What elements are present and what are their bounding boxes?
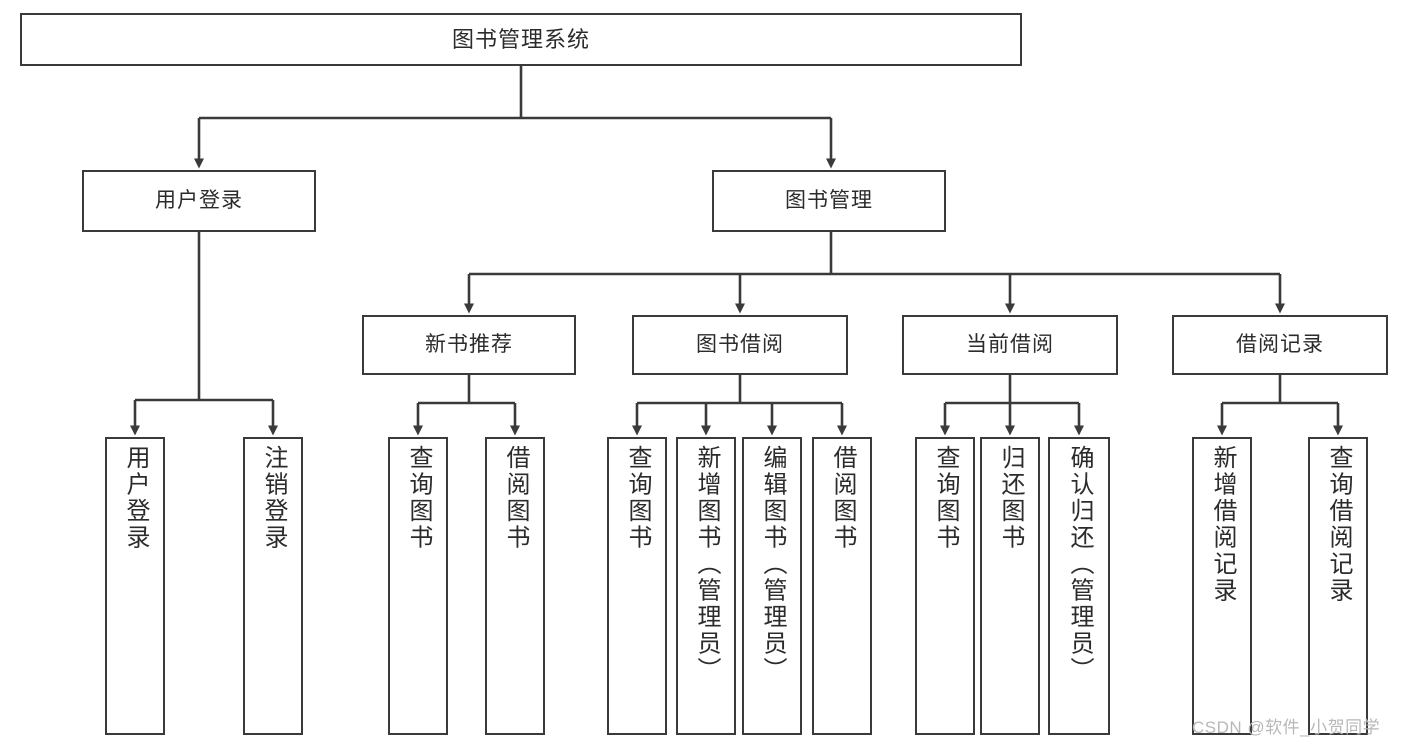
leaf-current-return-book[interactable]: 归还图书	[980, 437, 1040, 735]
node-label: 查询图书	[405, 445, 432, 551]
leaf-recommend-borrow-book[interactable]: 借阅图书	[485, 437, 545, 735]
node-label: 借阅记录	[1236, 332, 1324, 356]
node-label: 用户登录	[155, 188, 243, 212]
node-label: 借阅图书	[829, 445, 856, 551]
node-label: 查询图书	[624, 445, 651, 551]
node-label: 图书管理系统	[451, 26, 590, 52]
csdn-watermark: CSDN @软件_小贺同学	[1192, 718, 1381, 737]
node-label: 图书借阅	[696, 332, 784, 356]
leaf-borrow-edit-book-admin[interactable]: 编辑图书（管理员）	[742, 437, 802, 735]
node-label: 编辑图书（管理员）	[759, 445, 786, 684]
node-label: 用户登录	[122, 445, 149, 551]
leaf-user-login-signout[interactable]: 注销登录	[243, 437, 303, 735]
node-book-borrow[interactable]: 图书借阅	[632, 315, 848, 375]
node-label: 图书管理	[785, 188, 873, 212]
leaf-borrow-borrow-book[interactable]: 借阅图书	[812, 437, 872, 735]
node-label: 查询借阅记录	[1325, 445, 1352, 604]
node-borrow-record[interactable]: 借阅记录	[1172, 315, 1388, 375]
node-label: 新增借阅记录	[1209, 445, 1236, 604]
node-label: 查询图书	[932, 445, 959, 551]
node-label: 新书推荐	[425, 332, 513, 356]
node-label: 注销登录	[260, 445, 287, 551]
leaf-recommend-query-book[interactable]: 查询图书	[388, 437, 448, 735]
node-label: 新增图书（管理员）	[693, 445, 720, 684]
node-label: 当前借阅	[966, 332, 1054, 356]
leaf-record-query-record[interactable]: 查询借阅记录	[1308, 437, 1368, 735]
node-new-book-recommend[interactable]: 新书推荐	[362, 315, 576, 375]
node-book-management[interactable]: 图书管理	[712, 170, 946, 232]
leaf-borrow-add-book-admin[interactable]: 新增图书（管理员）	[676, 437, 736, 735]
leaf-current-query-book[interactable]: 查询图书	[915, 437, 975, 735]
node-label: 归还图书	[997, 445, 1024, 551]
leaf-user-login-signin[interactable]: 用户登录	[105, 437, 165, 735]
node-current-borrow[interactable]: 当前借阅	[902, 315, 1118, 375]
node-user-login[interactable]: 用户登录	[82, 170, 316, 232]
leaf-current-confirm-return-admin[interactable]: 确认归还（管理员）	[1048, 437, 1110, 735]
node-label: 借阅图书	[502, 445, 529, 551]
node-label: 确认归还（管理员）	[1066, 445, 1093, 684]
node-root-system[interactable]: 图书管理系统	[20, 13, 1022, 66]
leaf-borrow-query-book[interactable]: 查询图书	[607, 437, 667, 735]
leaf-record-add-record[interactable]: 新增借阅记录	[1192, 437, 1252, 735]
